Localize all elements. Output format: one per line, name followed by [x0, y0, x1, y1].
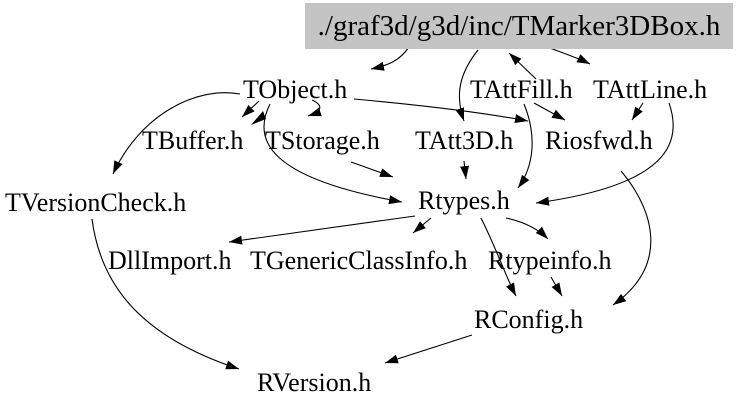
node-tversioncheck-h[interactable]: TVersionCheck.h — [5, 188, 187, 217]
node-tatt3d-h[interactable]: TAtt3D.h — [415, 126, 514, 155]
edge-box-tobject — [370, 46, 410, 71]
edge-box-tatt3d — [455, 49, 479, 122]
edge-riosfwd-rconfig — [612, 170, 652, 306]
node-rversion-h[interactable]: RVersion.h — [257, 368, 372, 397]
edge-tobject-tbuffer — [241, 100, 260, 118]
edge-rtypeinfo-rconfig — [550, 276, 563, 297]
double-arrowhead-tbuffer — [251, 111, 266, 125]
node-tgenericclassinfo-h[interactable]: TGenericClassInfo.h — [250, 246, 468, 275]
edge-rtypes-tgenericclassinfo — [412, 217, 432, 234]
node-rconfig-h[interactable]: RConfig.h — [474, 305, 584, 334]
node-dllimport-h[interactable]: DllImport.h — [108, 246, 232, 275]
node-riosfwd-h[interactable]: Riosfwd.h — [545, 126, 653, 155]
node-rtypes-h[interactable]: Rtypes.h — [418, 186, 510, 215]
node-tattline-h[interactable]: TAttLine.h — [593, 75, 708, 104]
edge-rtypes-rconfig — [480, 217, 517, 297]
node-tbuffer-h[interactable]: TBuffer.h — [142, 126, 244, 155]
edge-rtypes-rtypeinfo — [505, 217, 549, 240]
edge-tstorage-rtypes — [350, 161, 394, 178]
node-tstorage-h[interactable]: TStorage.h — [265, 126, 380, 155]
node-tattfill-h[interactable]: TAttFill.h — [470, 75, 573, 104]
edge-tattfill-riosfwd — [533, 102, 566, 121]
node-tobject-h[interactable]: TObject.h — [243, 75, 348, 104]
edge-tatt3d-rtypes — [460, 160, 470, 180]
node-rtypeinfo-h[interactable]: Rtypeinfo.h — [488, 246, 612, 275]
edge-tversioncheck-rversion — [91, 218, 240, 370]
edge-rtypes-dllimport — [228, 215, 416, 245]
edge-tattfill-box — [508, 52, 537, 80]
edge-rconfig-rversion — [384, 334, 473, 364]
node-tmarker3dbox-header: ./graf3d/g3d/inc/TMarker3DBox.h — [305, 3, 733, 49]
edge-tobject-riosfwd — [353, 98, 529, 124]
edge-box-tattline — [546, 46, 591, 65]
edge-tobject-tversioncheck — [112, 92, 241, 175]
edge-tattfill-rtypes — [517, 103, 533, 189]
edge-tobject-tstorage — [307, 99, 322, 117]
edge-tattline-riosfwd — [631, 102, 644, 121]
edge-tattline-rtypes — [535, 102, 674, 206]
